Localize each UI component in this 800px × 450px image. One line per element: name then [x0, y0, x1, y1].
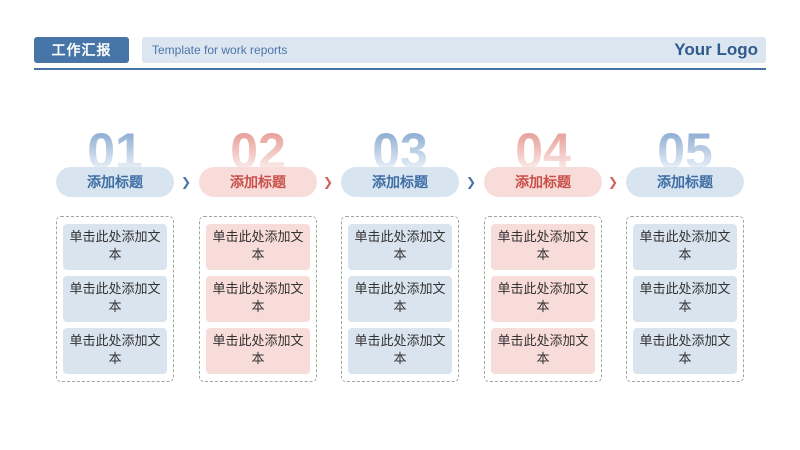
step-card: 单击此处添加文本 单击此处添加文本 单击此处添加文本	[484, 216, 602, 382]
step-title-pill[interactable]: 添加标题	[199, 167, 317, 197]
step-text-box[interactable]: 单击此处添加文本	[206, 328, 310, 374]
header-bar: Template for work reports Your Logo	[142, 37, 766, 63]
step-card: 单击此处添加文本 单击此处添加文本 单击此处添加文本	[626, 216, 744, 382]
step-column-1: 01 添加标题 单击此处添加文本 单击此处添加文本 单击此处添加文本	[56, 125, 174, 385]
step-text-box[interactable]: 单击此处添加文本	[633, 224, 737, 270]
step-text-box[interactable]: 单击此处添加文本	[348, 328, 452, 374]
step-column-5: 05 添加标题 单击此处添加文本 单击此处添加文本 单击此处添加文本	[626, 125, 744, 385]
step-column-4: 04 添加标题 单击此处添加文本 单击此处添加文本 单击此处添加文本	[484, 125, 602, 385]
step-title-pill[interactable]: 添加标题	[341, 167, 459, 197]
chevron-right-icon: ❯	[181, 175, 192, 189]
chevron-right-icon: ❯	[323, 175, 334, 189]
header-logo: Your Logo	[674, 40, 758, 59]
step-title-pill[interactable]: 添加标题	[484, 167, 602, 197]
step-card: 单击此处添加文本 单击此处添加文本 单击此处添加文本	[341, 216, 459, 382]
step-title-pill[interactable]: 添加标题	[56, 167, 174, 197]
step-text-box[interactable]: 单击此处添加文本	[633, 328, 737, 374]
step-card: 单击此处添加文本 单击此处添加文本 单击此处添加文本	[199, 216, 317, 382]
step-text-box[interactable]: 单击此处添加文本	[206, 224, 310, 270]
step-text-box[interactable]: 单击此处添加文本	[63, 224, 167, 270]
step-text-box[interactable]: 单击此处添加文本	[491, 328, 595, 374]
step-text-box[interactable]: 单击此处添加文本	[491, 224, 595, 270]
step-text-box[interactable]: 单击此处添加文本	[206, 276, 310, 322]
step-title-pill[interactable]: 添加标题	[626, 167, 744, 197]
step-text-box[interactable]: 单击此处添加文本	[348, 224, 452, 270]
step-column-3: 03 添加标题 单击此处添加文本 单击此处添加文本 单击此处添加文本	[341, 125, 459, 385]
header-divider	[34, 68, 766, 70]
header-badge: 工作汇报	[34, 37, 129, 63]
chevron-right-icon: ❯	[608, 175, 619, 189]
step-text-box[interactable]: 单击此处添加文本	[63, 276, 167, 322]
step-text-box[interactable]: 单击此处添加文本	[633, 276, 737, 322]
step-text-box[interactable]: 单击此处添加文本	[491, 276, 595, 322]
chevron-right-icon: ❯	[466, 175, 477, 189]
step-column-2: 02 添加标题 单击此处添加文本 单击此处添加文本 单击此处添加文本	[199, 125, 317, 385]
step-text-box[interactable]: 单击此处添加文本	[63, 328, 167, 374]
header-subtitle: Template for work reports	[152, 43, 288, 57]
step-text-box[interactable]: 单击此处添加文本	[348, 276, 452, 322]
step-card: 单击此处添加文本 单击此处添加文本 单击此处添加文本	[56, 216, 174, 382]
